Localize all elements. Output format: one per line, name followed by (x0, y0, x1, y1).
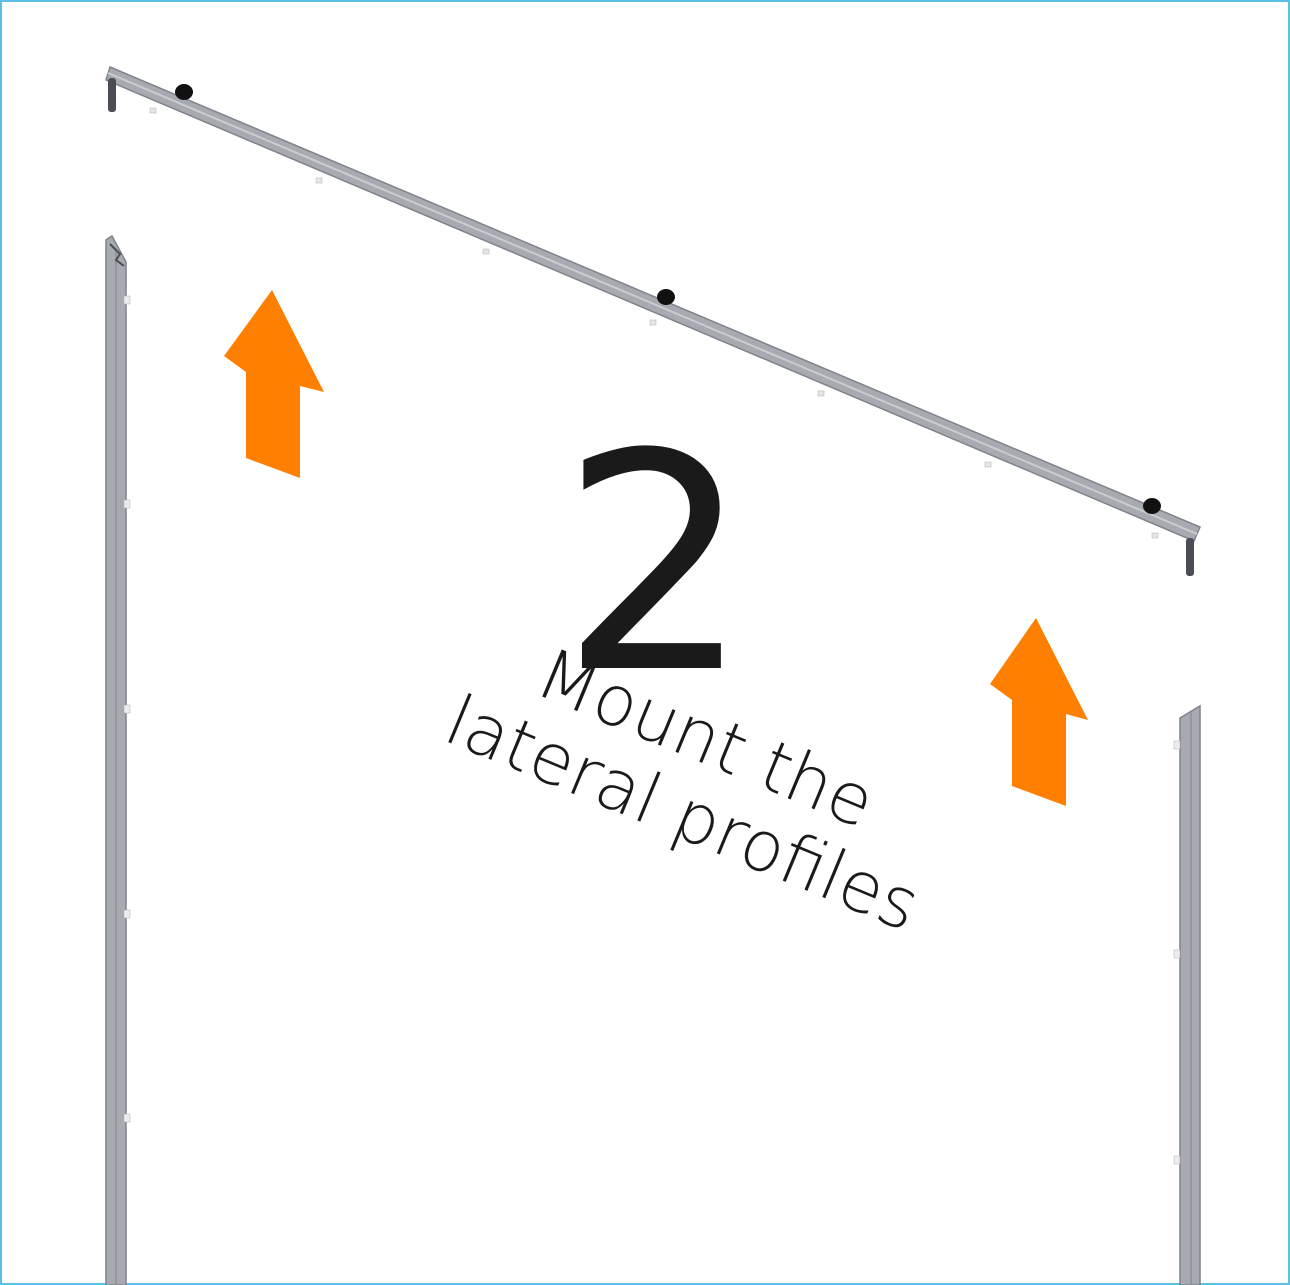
left-rail-bracket (108, 78, 116, 112)
left-lateral-profile (106, 236, 130, 1285)
rail-roller (175, 84, 193, 100)
rail-roller (1143, 498, 1161, 514)
right-rail-bracket (1186, 538, 1194, 576)
rail-roller (657, 289, 675, 305)
